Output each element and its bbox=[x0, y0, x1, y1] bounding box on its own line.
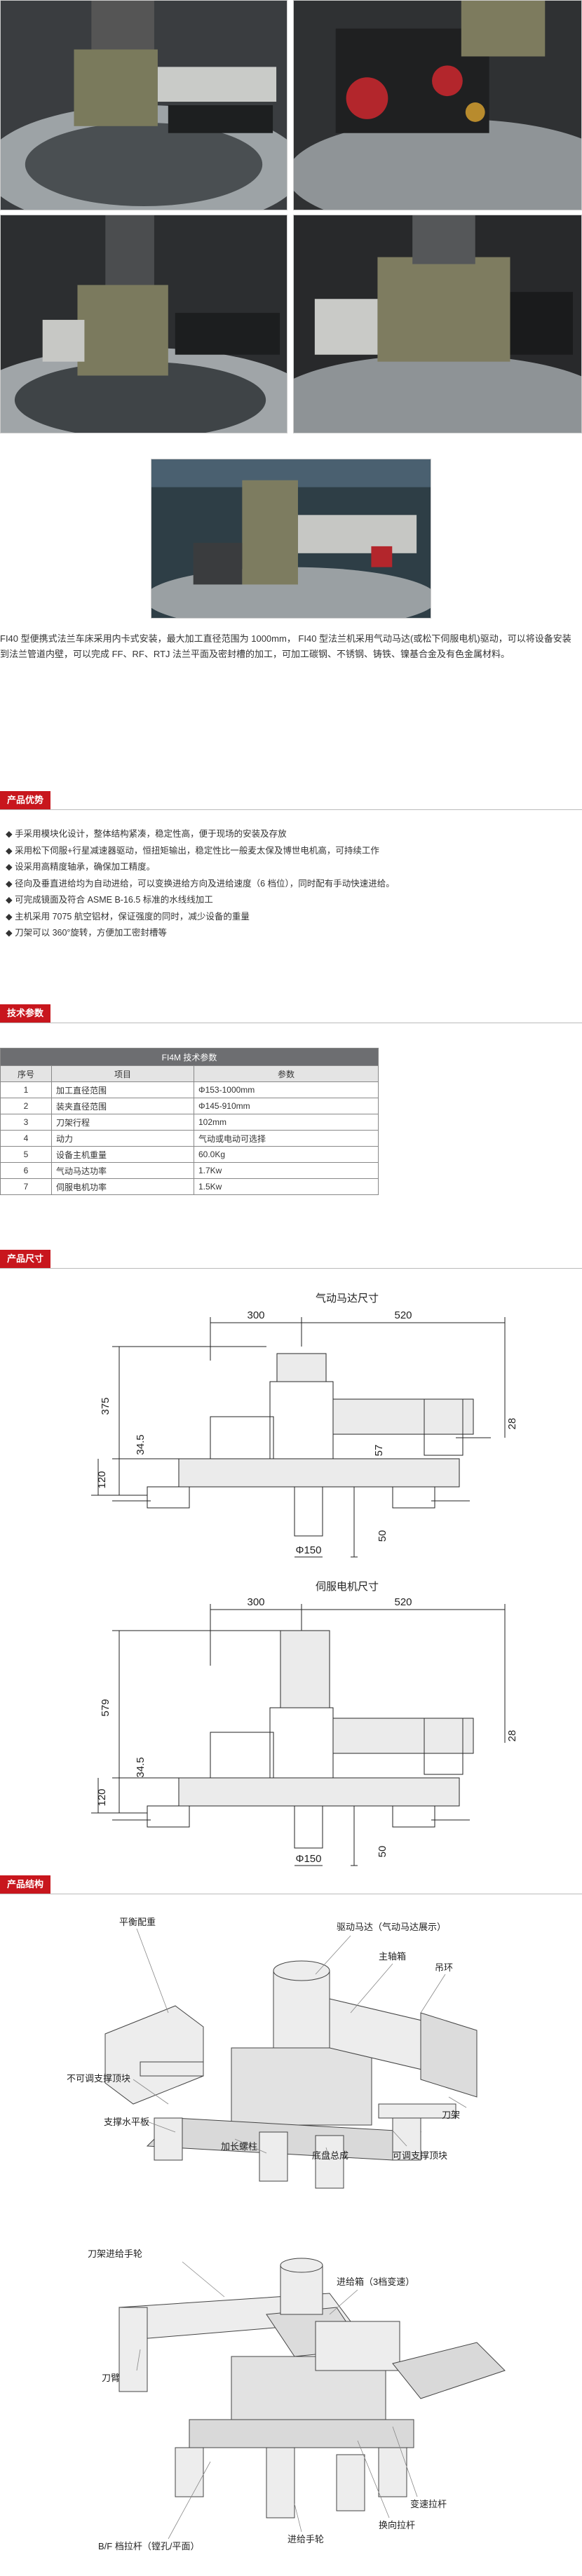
photo-machine-top-right bbox=[293, 0, 582, 210]
part-label: 进给手轮 bbox=[287, 2534, 324, 2544]
bullet-icon: ◆ bbox=[6, 878, 15, 889]
bullet-icon: ◆ bbox=[6, 928, 15, 938]
drawing-title: 气动马达尺寸 bbox=[316, 1293, 379, 1304]
part-label: 驱动马达（气动马达展示） bbox=[337, 1922, 446, 1932]
part-label: 刀臂 bbox=[102, 2373, 120, 2383]
photo-machine-mid-right bbox=[293, 215, 582, 433]
drawing-structure-bottom: 刀架进给手轮 进给箱（3档变速） 刀臂 变速拉杆 换向拉杆 B/F 档拉杆（镗孔… bbox=[0, 2223, 582, 2567]
dim-label: 120 bbox=[96, 1471, 108, 1488]
section-specs-header: 技术参数 bbox=[0, 1004, 582, 1023]
dim-label: 34.5 bbox=[135, 1434, 147, 1455]
section-title: 产品尺寸 bbox=[0, 1250, 51, 1268]
drawing-pneumatic-dimensions: 气动马达尺寸 bbox=[0, 1276, 582, 1571]
part-label: 平衡配重 bbox=[119, 1917, 156, 1927]
bullet-icon: ◆ bbox=[6, 911, 15, 922]
part-label: 刀架 bbox=[442, 2110, 460, 2120]
section-title: 技术参数 bbox=[0, 1004, 51, 1023]
table-header: 项目 bbox=[51, 1065, 194, 1082]
drawing-structure-top: 平衡配重 驱动马达（气动马达展示） 主轴箱 吊环 不可调支撑顶块 支撑水平板 加… bbox=[0, 1908, 582, 2216]
part-label: 刀架进给手轮 bbox=[88, 2248, 142, 2259]
section-advantages-header: 产品优势 bbox=[0, 791, 582, 810]
drawing-title: 伺服电机尺寸 bbox=[316, 1581, 379, 1593]
dim-label: 28 bbox=[506, 1418, 518, 1430]
dim-label: 375 bbox=[100, 1397, 111, 1415]
part-label: 吊环 bbox=[435, 1962, 453, 1973]
table-caption: FI4M 技术参数 bbox=[0, 1048, 379, 1066]
dim-label: 520 bbox=[394, 1596, 412, 1608]
dim-label: 28 bbox=[506, 1730, 518, 1742]
advantages-list: ◆ 手采用模块化设计，整体结构紧凑，稳定性高，便于现场的安装及存放 ◆ 采用松下… bbox=[6, 826, 578, 942]
dim-label: 50 bbox=[377, 1530, 388, 1542]
table-header: 参数 bbox=[194, 1065, 379, 1082]
dim-label: 34.5 bbox=[135, 1757, 147, 1777]
drawing-servo-dimensions: 伺服电机尺寸 bbox=[0, 1574, 582, 1873]
list-item: ◆ 可完成镜面及符合 ASME B-16.5 标准的水线线加工 bbox=[6, 895, 213, 905]
dim-label: 579 bbox=[100, 1699, 111, 1716]
part-label: 变速拉杆 bbox=[410, 2499, 447, 2509]
list-item: ◆ 主机采用 7075 航空铝材，保证强度的同时，减少设备的重量 bbox=[6, 911, 250, 922]
section-title: 产品优势 bbox=[0, 791, 51, 809]
dim-label: 120 bbox=[96, 1788, 108, 1806]
table-header: 序号 bbox=[0, 1065, 52, 1082]
photo-machine-bottom bbox=[151, 459, 431, 619]
photo-machine-mid-left bbox=[0, 215, 287, 433]
part-label: 换向拉杆 bbox=[379, 2520, 415, 2530]
part-label: 支撑水平板 bbox=[104, 2117, 149, 2127]
part-label: 进给箱（3档变速） bbox=[337, 2277, 414, 2287]
part-label: B/F 档拉杆（镗孔/平面） bbox=[98, 2541, 199, 2551]
part-label: 主轴箱 bbox=[379, 1951, 406, 1962]
intro-paragraph: FI40 型便携式法兰车床采用内卡式安装，最大加工直径范围为 1000mm， F… bbox=[0, 633, 571, 659]
dim-label: 520 bbox=[394, 1309, 412, 1321]
dim-label: 300 bbox=[247, 1596, 264, 1608]
bullet-icon: ◆ bbox=[6, 829, 15, 839]
list-item: ◆ 手采用模块化设计，整体结构紧凑，稳定性高，便于现场的安装及存放 bbox=[6, 829, 287, 839]
part-label: 可调支撑顶块 bbox=[393, 2150, 447, 2161]
bullet-icon: ◆ bbox=[6, 895, 15, 905]
part-label: 加长螺柱 bbox=[221, 2141, 257, 2152]
dim-label: 50 bbox=[377, 1846, 388, 1858]
part-label: 底盘总成 bbox=[312, 2150, 348, 2161]
section-dimensions-header: 产品尺寸 bbox=[0, 1250, 582, 1269]
photo-machine-top-left bbox=[0, 0, 287, 210]
list-item: ◆ 设采用高精度轴承，确保加工精度。 bbox=[6, 862, 156, 872]
list-item: ◆ 刀架可以 360°旋转，方便加工密封槽等 bbox=[6, 928, 167, 938]
section-structure-header: 产品结构 bbox=[0, 1875, 582, 1894]
section-divider bbox=[0, 1268, 582, 1269]
list-item: ◆ 采用松下伺服+行星减速器驱动，恒扭矩输出，稳定性比一般麦太保及博世电机高，可… bbox=[6, 845, 379, 856]
dim-label: 300 bbox=[247, 1309, 264, 1321]
part-label: 不可调支撑顶块 bbox=[67, 2073, 130, 2084]
list-item: ◆ 径向及垂直进给均为自动进给，可以变换进给方向及进给速度（6 档位），同时配有… bbox=[6, 878, 395, 889]
bullet-icon: ◆ bbox=[6, 845, 15, 856]
dim-label: Φ150 bbox=[296, 1853, 322, 1865]
section-divider bbox=[0, 809, 582, 810]
dim-label: Φ150 bbox=[296, 1544, 322, 1556]
dim-label: 57 bbox=[373, 1445, 385, 1457]
bullet-icon: ◆ bbox=[6, 862, 15, 872]
section-title: 产品结构 bbox=[0, 1875, 51, 1894]
